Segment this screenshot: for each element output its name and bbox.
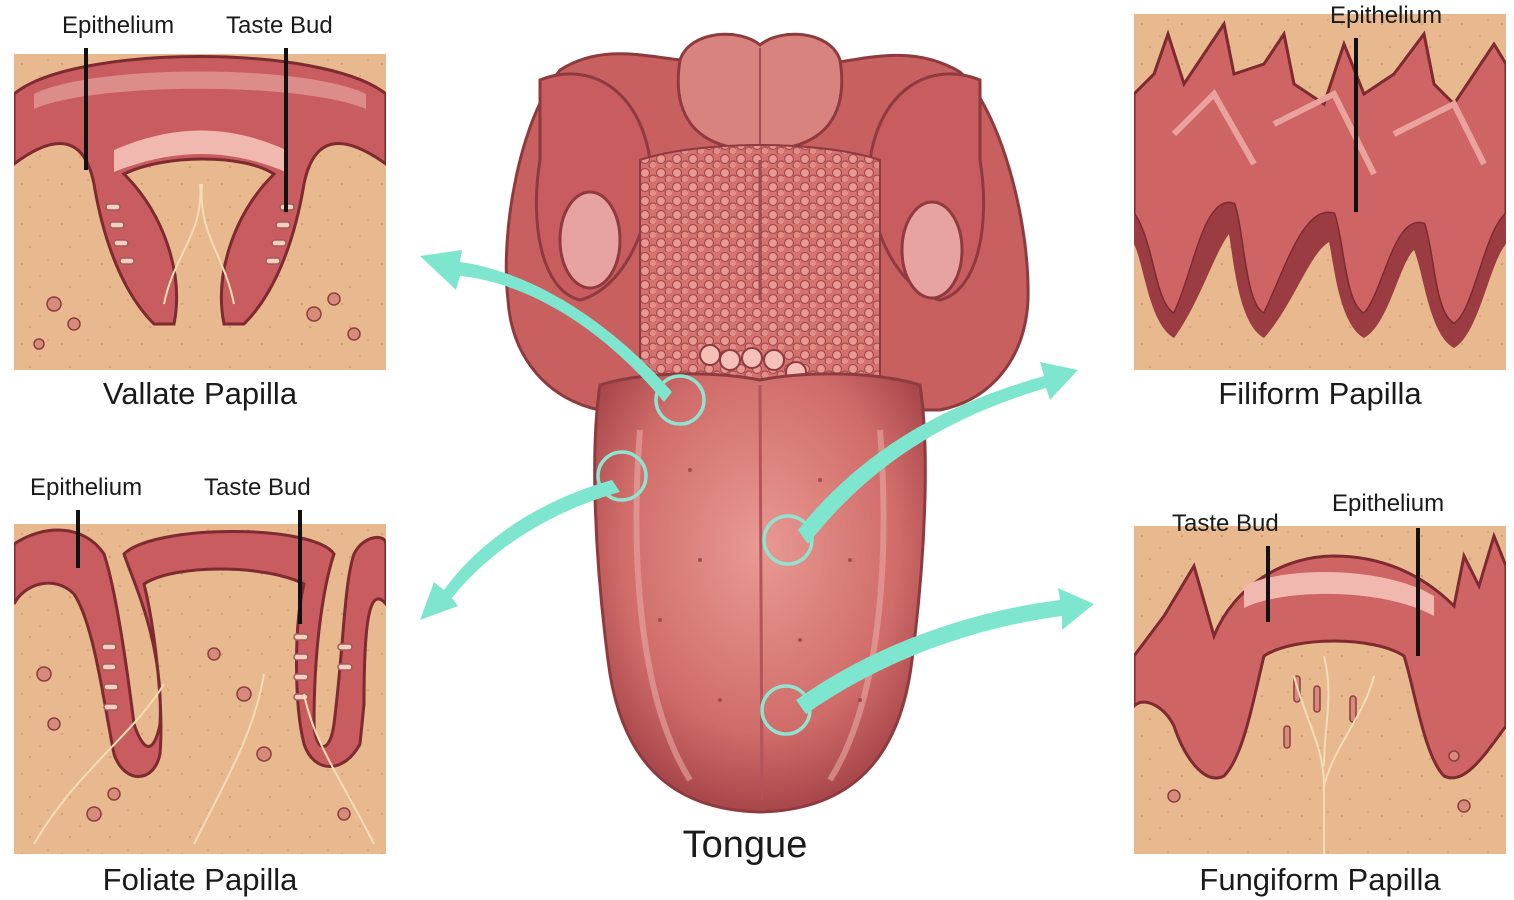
foliate-title: Foliate Papilla xyxy=(14,862,386,898)
foliate-epithelium-leader xyxy=(76,510,80,568)
foliate-label-epithelium: Epithelium xyxy=(30,474,142,502)
filiform-label-epithelium: Epithelium xyxy=(1330,2,1442,30)
fungiform-label-taste-bud: Taste Bud xyxy=(1172,510,1279,538)
right-tonsil xyxy=(902,202,962,298)
foliate-panel xyxy=(14,524,386,854)
fungiform-label-epithelium: Epithelium xyxy=(1332,490,1444,518)
filiform-epithelium-leader xyxy=(1354,38,1358,212)
fungiform-title: Fungiform Papilla xyxy=(1134,862,1506,898)
vallate-label-taste-bud: Taste Bud xyxy=(226,12,333,40)
foliate-taste-bud-leader xyxy=(298,510,302,624)
vallate-panel xyxy=(14,54,386,370)
fungiform-panel xyxy=(1134,526,1506,854)
fungiform-epithelium-leader xyxy=(1416,528,1420,656)
vallate-title: Vallate Papilla xyxy=(14,376,386,412)
filiform-title: Filiform Papilla xyxy=(1134,376,1506,412)
filiform-panel xyxy=(1134,14,1506,370)
vallate-epithelium-leader xyxy=(84,48,88,170)
tongue-label: Tongue xyxy=(620,824,870,867)
vallate-taste-bud-leader xyxy=(284,48,288,212)
left-tonsil xyxy=(560,192,620,288)
foliate-label-taste-bud: Taste Bud xyxy=(204,474,311,502)
median-sulcus xyxy=(760,385,762,800)
vallate-label-epithelium: Epithelium xyxy=(62,12,174,40)
fungiform-taste-bud-leader xyxy=(1266,546,1270,622)
